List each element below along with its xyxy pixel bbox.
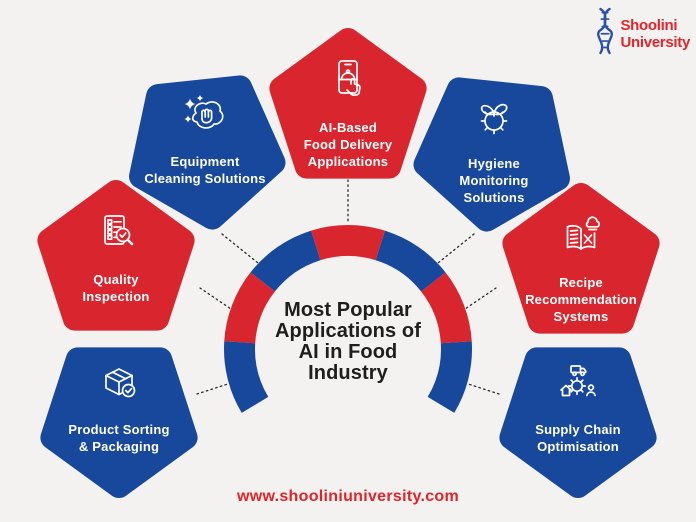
- supply-chain-icon: [554, 360, 602, 408]
- pentagon-shape: [499, 347, 657, 498]
- node-label: Product Sorting & Packaging: [68, 422, 170, 454]
- ring-segment: [224, 272, 275, 344]
- pentagon-shape: [269, 28, 427, 179]
- node-label: AI-Based Food Delivery Applications: [303, 120, 393, 169]
- node-label: Quality Inspection: [82, 272, 150, 304]
- node-label: Hygiene Monitoring Solutions: [459, 156, 529, 205]
- university-logo: Shoolini University: [594, 6, 690, 61]
- ring-segment: [421, 272, 472, 344]
- ring-segment: [250, 230, 321, 292]
- recipe-book-chef-icon: [557, 212, 605, 260]
- page-title: Most Popular Applications of AI in Food …: [275, 299, 421, 384]
- node-recipe-recommendation: Recipe Recommendation Systems: [486, 170, 676, 360]
- pentagon-shape: [502, 183, 660, 334]
- node-equipment-cleaning: Equipment Cleaning Solutions: [110, 53, 300, 243]
- website-url[interactable]: www.shooliniuniversity.com: [236, 488, 460, 505]
- food-delivery-app-icon: [324, 57, 372, 105]
- package-check-icon: [95, 360, 143, 408]
- dna-helix-icon: [594, 6, 616, 61]
- gear-leaf-icon: [470, 94, 518, 142]
- logo-line2: University: [620, 33, 690, 51]
- center-ring: [223, 225, 473, 413]
- pentagon-shape: [37, 180, 195, 331]
- node-product-sorting: Product Sorting & Packaging: [24, 321, 214, 511]
- node-label: Recipe Recommendation Systems: [525, 275, 637, 324]
- pentagon-shape: [413, 77, 570, 232]
- cleaning-hand-sparkles-icon: [181, 92, 229, 140]
- logo-line1: Shoolini: [620, 16, 678, 34]
- ring-segment: [375, 230, 446, 292]
- ring-segment: [223, 341, 269, 413]
- node-supply-chain: Supply Chain Optimisation: [483, 321, 673, 511]
- pentagon-shape: [129, 75, 286, 230]
- logo-wordmark: Shoolini University: [620, 17, 690, 51]
- checklist-magnifier-icon: [92, 209, 140, 257]
- node-ai-food-delivery: AI-Based Food Delivery Applications: [253, 15, 443, 205]
- node-label: Equipment Cleaning Solutions: [144, 154, 266, 186]
- node-label: Supply Chain Optimisation: [535, 422, 621, 454]
- ring-segment: [427, 341, 473, 413]
- pentagon-shape: [40, 347, 198, 498]
- node-hygiene-monitoring: Hygiene Monitoring Solutions: [399, 55, 589, 245]
- node-quality-inspection: Quality Inspection: [21, 167, 211, 357]
- ring-segment: [311, 225, 385, 261]
